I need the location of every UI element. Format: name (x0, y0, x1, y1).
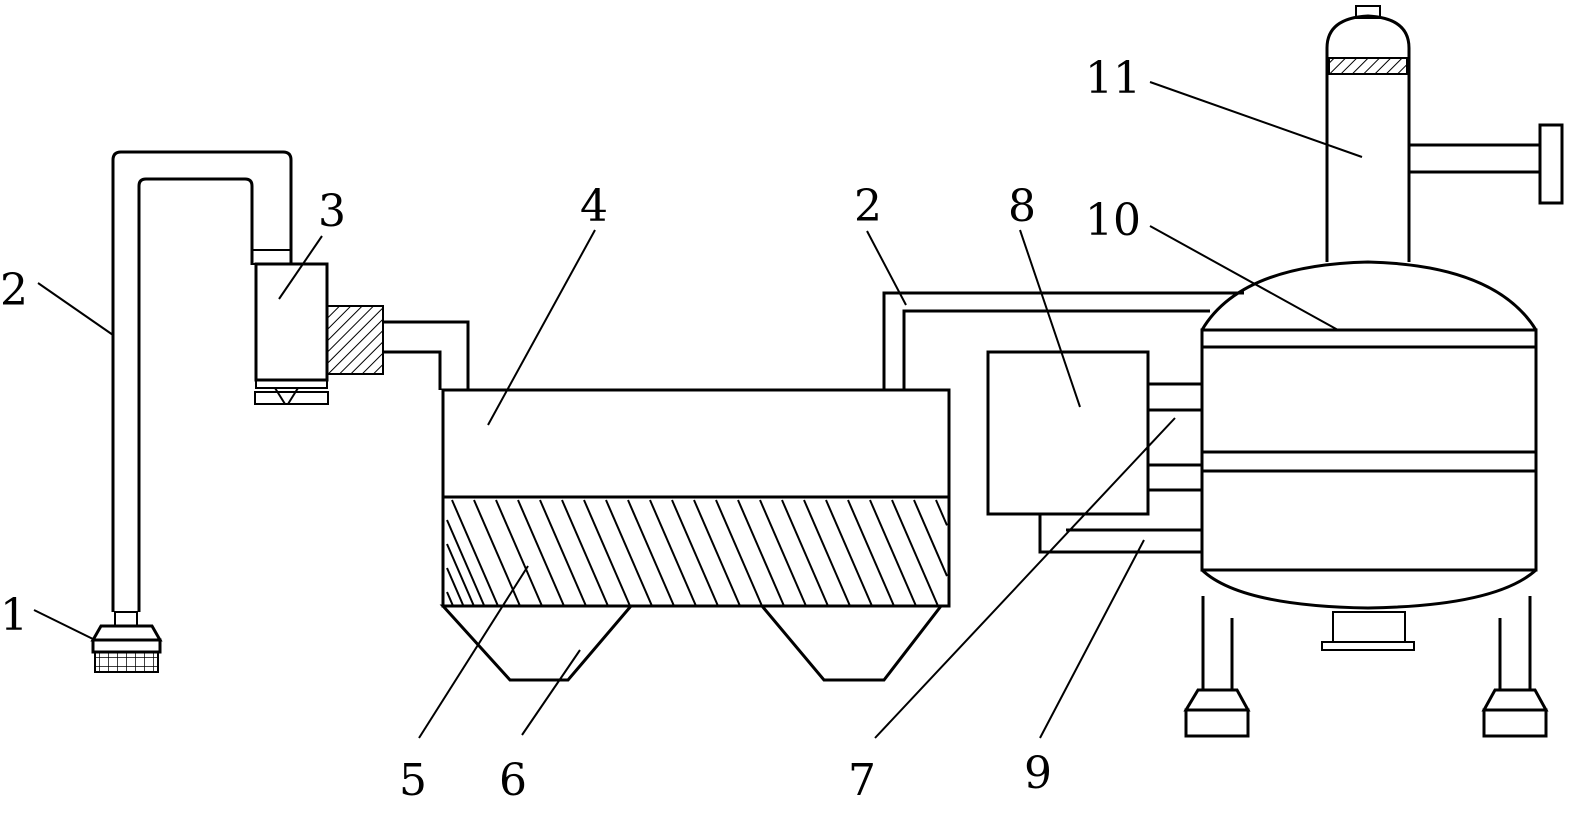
filter-layer (446, 499, 948, 607)
filter-hatch-line (693, 499, 741, 607)
filter-hatch-line (627, 499, 675, 607)
filter-hatch-line (891, 499, 939, 607)
label-2-left: 2 (0, 265, 28, 316)
control-box (986, 350, 1150, 516)
treatment-tank (441, 388, 951, 608)
label-7: 7 (848, 755, 876, 806)
label-2-right: 2 (854, 181, 882, 232)
filter-hatch-line (446, 543, 475, 607)
label-9: 9 (1024, 748, 1052, 799)
filter-hatch-line (781, 499, 829, 607)
fan-unit (254, 262, 384, 405)
label-8: 8 (1008, 181, 1036, 232)
filter-hatch-line (671, 499, 719, 607)
filter-hatch-line (446, 519, 486, 607)
connector-pipes (1038, 382, 1202, 554)
filter-hatch-line (649, 499, 697, 607)
filter-hatch-line (446, 567, 465, 607)
label-1: 1 (0, 590, 28, 641)
filter-hatch-line (539, 499, 587, 607)
filter-hatch-line (517, 499, 565, 607)
right-duct (882, 291, 1244, 390)
collection-hoppers (439, 604, 945, 682)
label-3: 3 (318, 186, 346, 237)
filter-hatch-line (759, 499, 807, 607)
filter-hatch-line (473, 499, 521, 607)
suction-hood (90, 611, 163, 673)
fan-outlet-duct (383, 320, 470, 390)
filter-hatch-line (715, 499, 763, 607)
left-duct (111, 150, 293, 612)
filter-hatch-line (847, 499, 895, 607)
leader-lines (33, 81, 1363, 739)
filter-hatch-line (583, 499, 631, 607)
label-10: 10 (1085, 195, 1141, 246)
label-4: 4 (580, 181, 608, 232)
label-5: 5 (399, 755, 427, 806)
filter-hatch-line (446, 591, 454, 607)
filter-hatch-line (913, 499, 948, 577)
reactor-vessel (1183, 260, 1549, 738)
filter-hatch-line (825, 499, 873, 607)
filter-hatch-line (451, 499, 499, 607)
label-6: 6 (499, 755, 527, 806)
filter-hatch-line (605, 499, 653, 607)
filter-hatch-line (561, 499, 609, 607)
filter-hatch-line (737, 499, 785, 607)
filter-hatch-line (803, 499, 851, 607)
top-column (1325, 5, 1564, 262)
filter-hatch-line (495, 499, 543, 607)
label-11: 11 (1085, 53, 1141, 104)
filter-hatch-line (869, 499, 917, 607)
filter-hatch-line (935, 499, 948, 526)
